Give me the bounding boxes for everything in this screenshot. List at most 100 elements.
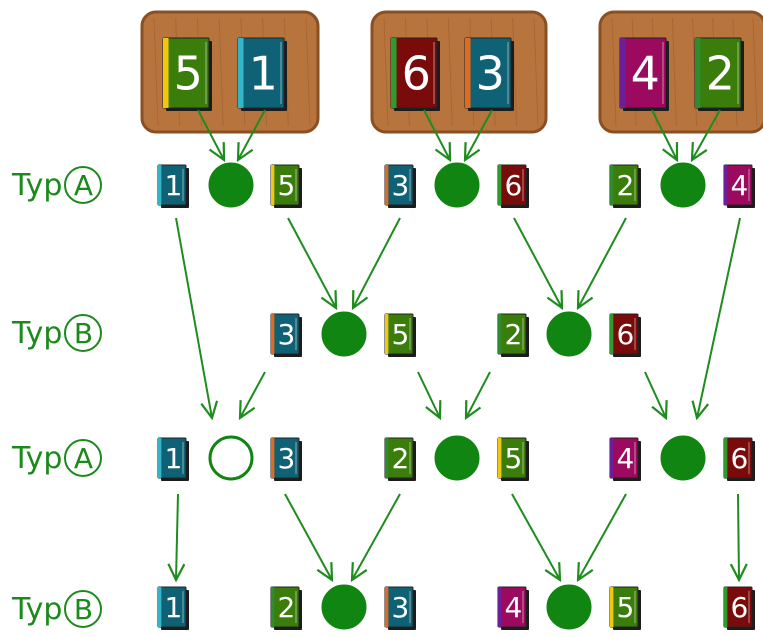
comparator-filled: [662, 437, 704, 479]
flow-arrow: [240, 372, 265, 418]
book-label: 3: [277, 442, 295, 475]
flow-arrow: [466, 372, 490, 418]
flow-arrow: [578, 218, 626, 308]
type-circle: B: [64, 590, 102, 628]
flow-arrow: [514, 218, 562, 308]
book-label: 1: [164, 442, 182, 475]
book-label: 5: [616, 591, 634, 624]
row-book: 2: [385, 438, 416, 481]
flow-arrow: [578, 494, 626, 580]
row-book: 1: [158, 438, 189, 481]
book-label: 4: [616, 442, 634, 475]
flow-arrow: [353, 218, 400, 308]
flow-arrow: [645, 372, 666, 418]
row-book: 5: [271, 165, 302, 208]
comparator-filled: [323, 313, 365, 355]
flow-arrow: [285, 494, 332, 580]
row-book: 2: [271, 587, 302, 630]
book-label: 5: [504, 442, 522, 475]
book-label: 2: [391, 442, 409, 475]
row-book: 6: [724, 438, 755, 481]
flow-arrow: [176, 494, 178, 580]
nodes: 1 5 3 6 2 4 3 5 2 6 1 3 2 5 4 6 1 2 3 4 5 6: [158, 164, 755, 630]
comparator-filled: [323, 586, 365, 628]
row-book: 3: [271, 314, 302, 357]
book-label: 6: [730, 591, 748, 624]
row-book: 3: [385, 587, 416, 630]
type-circle: A: [64, 166, 102, 204]
book-label: 1: [164, 169, 182, 202]
flow-arrow: [418, 372, 440, 418]
row-label-prefix: Typ: [12, 441, 62, 476]
flow-arrow: [697, 218, 740, 418]
row-book: 2: [498, 314, 529, 357]
book-label: 6: [730, 442, 748, 475]
shelf-book: 6: [391, 38, 440, 111]
book-label: 2: [277, 591, 295, 624]
book-label: 1: [164, 591, 182, 624]
book-label: 4: [504, 591, 522, 624]
book-label: 6: [504, 169, 522, 202]
book-label: 3: [391, 591, 409, 624]
comparator-filled: [548, 586, 590, 628]
book-label: 5: [277, 169, 295, 202]
row-book: 3: [271, 438, 302, 481]
comparator-filled: [548, 313, 590, 355]
shelf-book: 3: [465, 38, 514, 111]
row-book: 6: [724, 587, 755, 630]
comparator-filled: [436, 164, 478, 206]
book-label: 3: [476, 47, 505, 101]
type-circle: A: [64, 439, 102, 477]
row-book: 1: [158, 165, 189, 208]
row-book: 4: [498, 587, 529, 630]
comparator-filled: [662, 164, 704, 206]
flow-arrow: [738, 494, 739, 580]
row-label-prefix: Typ: [12, 168, 62, 203]
flow-arrow: [352, 494, 400, 580]
book-label: 2: [504, 318, 522, 351]
shelf-book: 1: [238, 38, 287, 111]
row-book: 4: [610, 438, 641, 481]
comparator-filled: [210, 164, 252, 206]
book-label: 5: [391, 318, 409, 351]
row-label-prefix: Typ: [12, 316, 62, 351]
book-label: 2: [706, 47, 735, 101]
comparator-filled: [436, 437, 478, 479]
book-label: 1: [249, 47, 278, 101]
flow-arrow: [176, 218, 212, 418]
shelf-book: 2: [695, 38, 744, 111]
row-book: 3: [385, 165, 416, 208]
row-book: 4: [724, 165, 755, 208]
shelf-book: 4: [620, 38, 669, 111]
book-label: 3: [277, 318, 295, 351]
row-book: 6: [610, 314, 641, 357]
shelf-book: 5: [163, 38, 212, 111]
row-book: 2: [610, 165, 641, 208]
flow-arrow: [288, 218, 336, 308]
comparator-empty: [210, 437, 252, 479]
book-label: 6: [616, 318, 634, 351]
book-label: 3: [391, 169, 409, 202]
row-book: 1: [158, 587, 189, 630]
book-label: 5: [174, 47, 203, 101]
row-book: 5: [385, 314, 416, 357]
row-book: 6: [498, 165, 529, 208]
type-circle: B: [64, 314, 102, 352]
row-label-prefix: Typ: [12, 592, 62, 627]
flow-arrow: [512, 494, 560, 580]
book-label: 2: [616, 169, 634, 202]
row-book: 5: [498, 438, 529, 481]
row-book: 5: [610, 587, 641, 630]
book-label: 6: [402, 47, 431, 101]
book-label: 4: [631, 47, 660, 101]
wooden-shelf: 42: [600, 12, 763, 132]
book-label: 4: [730, 169, 748, 202]
